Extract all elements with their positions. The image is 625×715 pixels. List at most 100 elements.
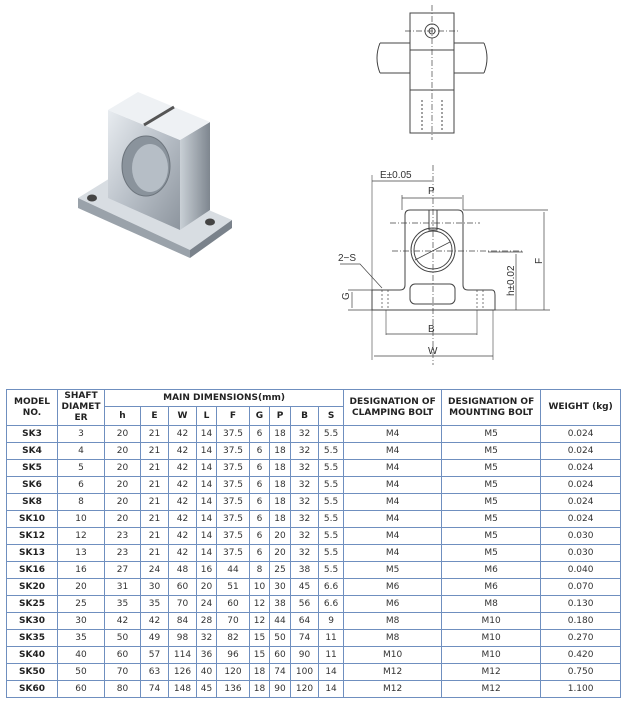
table-cell: M5	[441, 425, 542, 443]
table-cell: 60	[269, 646, 291, 664]
table-cell: 32	[290, 493, 319, 511]
table-cell: 37.5	[216, 527, 250, 545]
table-cell: 60	[57, 680, 105, 698]
table-cell: M4	[343, 493, 443, 511]
header-dim-p: P	[269, 406, 291, 426]
table-cell: 60	[168, 578, 197, 596]
table-cell: 27	[104, 561, 141, 579]
table-cell: 0.030	[540, 527, 622, 545]
table-cell: 20	[57, 578, 105, 596]
table-cell: 0.024	[540, 459, 622, 477]
table-cell: M5	[441, 493, 542, 511]
table-cell: M5	[441, 442, 542, 460]
table-cell: M6	[441, 561, 542, 579]
table-cell: SK3	[6, 425, 58, 443]
table-cell: 38	[269, 595, 291, 613]
table-cell: 6	[57, 476, 105, 494]
table-cell: 120	[290, 680, 319, 698]
table-cell: 18	[249, 663, 270, 681]
table-cell: SK6	[6, 476, 58, 494]
top-view-drawing	[376, 5, 488, 140]
table-cell: 10	[249, 578, 270, 596]
table-cell: 6	[249, 493, 270, 511]
table-cell: 20	[104, 442, 141, 460]
table-cell: SK60	[6, 680, 58, 698]
table-cell: 32	[290, 476, 319, 494]
table-cell: 6	[249, 527, 270, 545]
table-cell: 74	[140, 680, 169, 698]
table-cell: 35	[104, 595, 141, 613]
table-cell: 31	[104, 578, 141, 596]
table-cell: SK30	[6, 612, 58, 630]
table-cell: 114	[168, 646, 197, 664]
table-cell: M5	[343, 561, 443, 579]
table-cell: 20	[196, 578, 217, 596]
header-dim-s: S	[317, 406, 345, 426]
table-cell: 20	[269, 544, 291, 562]
table-cell: 64	[290, 612, 319, 630]
table-cell: M4	[343, 527, 443, 545]
table-cell: 42	[168, 544, 197, 562]
table-cell: 90	[269, 680, 291, 698]
table-cell: 57	[140, 646, 169, 664]
table-cell: M10	[441, 612, 542, 630]
table-cell: 4	[57, 442, 105, 460]
table-cell: 14	[196, 476, 217, 494]
table-cell: 21	[140, 544, 169, 562]
table-cell: 14	[196, 459, 217, 477]
table-cell: 42	[168, 476, 197, 494]
table-cell: 5.5	[317, 510, 345, 528]
header-dim-h: h	[104, 406, 141, 426]
table-cell: 5.5	[317, 493, 345, 511]
table-cell: 98	[168, 629, 197, 647]
table-cell: 0.024	[540, 425, 622, 443]
table-cell: 6	[249, 442, 270, 460]
table-cell: 18	[269, 425, 291, 443]
table-cell: 37.5	[216, 425, 250, 443]
label-f: F	[534, 258, 545, 264]
table-cell: M6	[343, 578, 443, 596]
table-cell: 45	[290, 578, 319, 596]
table-cell: 14	[196, 527, 217, 545]
table-cell: SK35	[6, 629, 58, 647]
table-cell: 21	[140, 527, 169, 545]
table-cell: 32	[290, 544, 319, 562]
table-cell: SK12	[6, 527, 58, 545]
table-cell: M5	[441, 476, 542, 494]
table-cell: 42	[140, 612, 169, 630]
table-cell: 56	[290, 595, 319, 613]
spec-table: MODEL NO. SHAFT DIAMET ER MAIN DIMENSION…	[6, 389, 622, 698]
table-cell: 36	[196, 646, 217, 664]
table-cell: 82	[216, 629, 250, 647]
table-cell: SK13	[6, 544, 58, 562]
table-cell: 37.5	[216, 493, 250, 511]
table-cell: 0.040	[540, 561, 622, 579]
header-dim-b: B	[290, 406, 319, 426]
table-cell: 51	[216, 578, 250, 596]
table-cell: 1.100	[540, 680, 622, 698]
table-cell: 5.5	[317, 459, 345, 477]
table-cell: 50	[104, 629, 141, 647]
table-cell: 11	[317, 646, 345, 664]
table-cell: 96	[216, 646, 250, 664]
table-cell: 21	[140, 442, 169, 460]
table-cell: 5	[57, 459, 105, 477]
table-cell: 3	[57, 425, 105, 443]
label-b: B	[428, 324, 435, 335]
table-cell: M6	[343, 595, 443, 613]
header-model: MODEL NO.	[6, 389, 58, 426]
front-view-drawing: E±0.05 P 2−S G h±0.02 F B W	[338, 165, 550, 365]
table-cell: 20	[104, 493, 141, 511]
table-cell: M12	[343, 663, 443, 681]
table-cell: 0.030	[540, 544, 622, 562]
table-cell: 18	[269, 493, 291, 511]
table-cell: M12	[441, 663, 542, 681]
